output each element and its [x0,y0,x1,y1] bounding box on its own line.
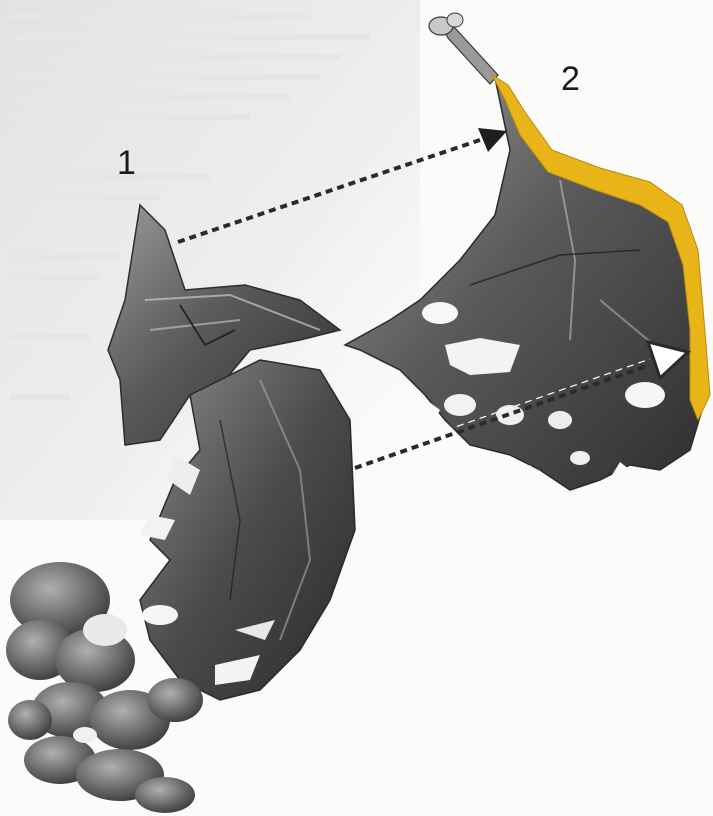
label-part-1: 1 [117,146,136,180]
solid-arrow-icon [178,128,507,242]
structure-1 [6,205,355,813]
label-part-2: 2 [561,62,580,96]
structure-2 [345,13,710,490]
